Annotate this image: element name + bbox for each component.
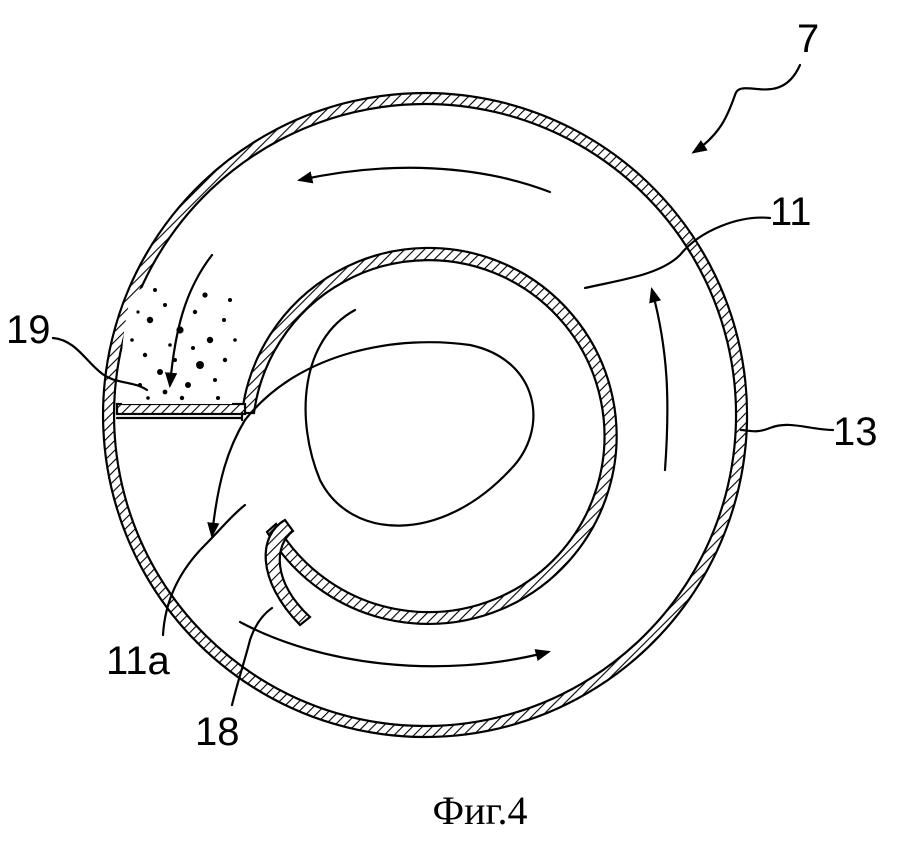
figure-caption: Фиг.4: [433, 788, 528, 833]
leader-13: [739, 423, 835, 433]
label-11: 11: [770, 190, 812, 234]
label-13: 13: [833, 410, 878, 454]
flow-arrows: [164, 166, 669, 668]
label-11a: 11a: [106, 639, 171, 683]
leader-19: [51, 336, 149, 392]
flow-arrow-bottom: [238, 620, 551, 668]
leader-18: [230, 606, 274, 707]
leader-11a: [161, 503, 247, 637]
leader-7: [691, 63, 802, 154]
flow-arrow-top: [296, 166, 552, 194]
flow-arrow-exit: [207, 418, 247, 539]
label-19: 19: [6, 308, 51, 352]
leader-11: [583, 216, 772, 290]
flow-arrow-spiral: [243, 308, 535, 527]
partition-ledge: [115, 402, 247, 422]
deposit-particles: [121, 279, 240, 404]
label-7: 7: [797, 17, 819, 61]
label-18: 18: [195, 710, 240, 754]
flow-arrow-right: [649, 287, 669, 472]
guide-vane: [264, 518, 312, 627]
inner-tube: [240, 246, 618, 626]
flow-arrow-deposit: [164, 253, 214, 389]
leader-lines: [51, 63, 835, 707]
outer-shell: [101, 91, 749, 739]
